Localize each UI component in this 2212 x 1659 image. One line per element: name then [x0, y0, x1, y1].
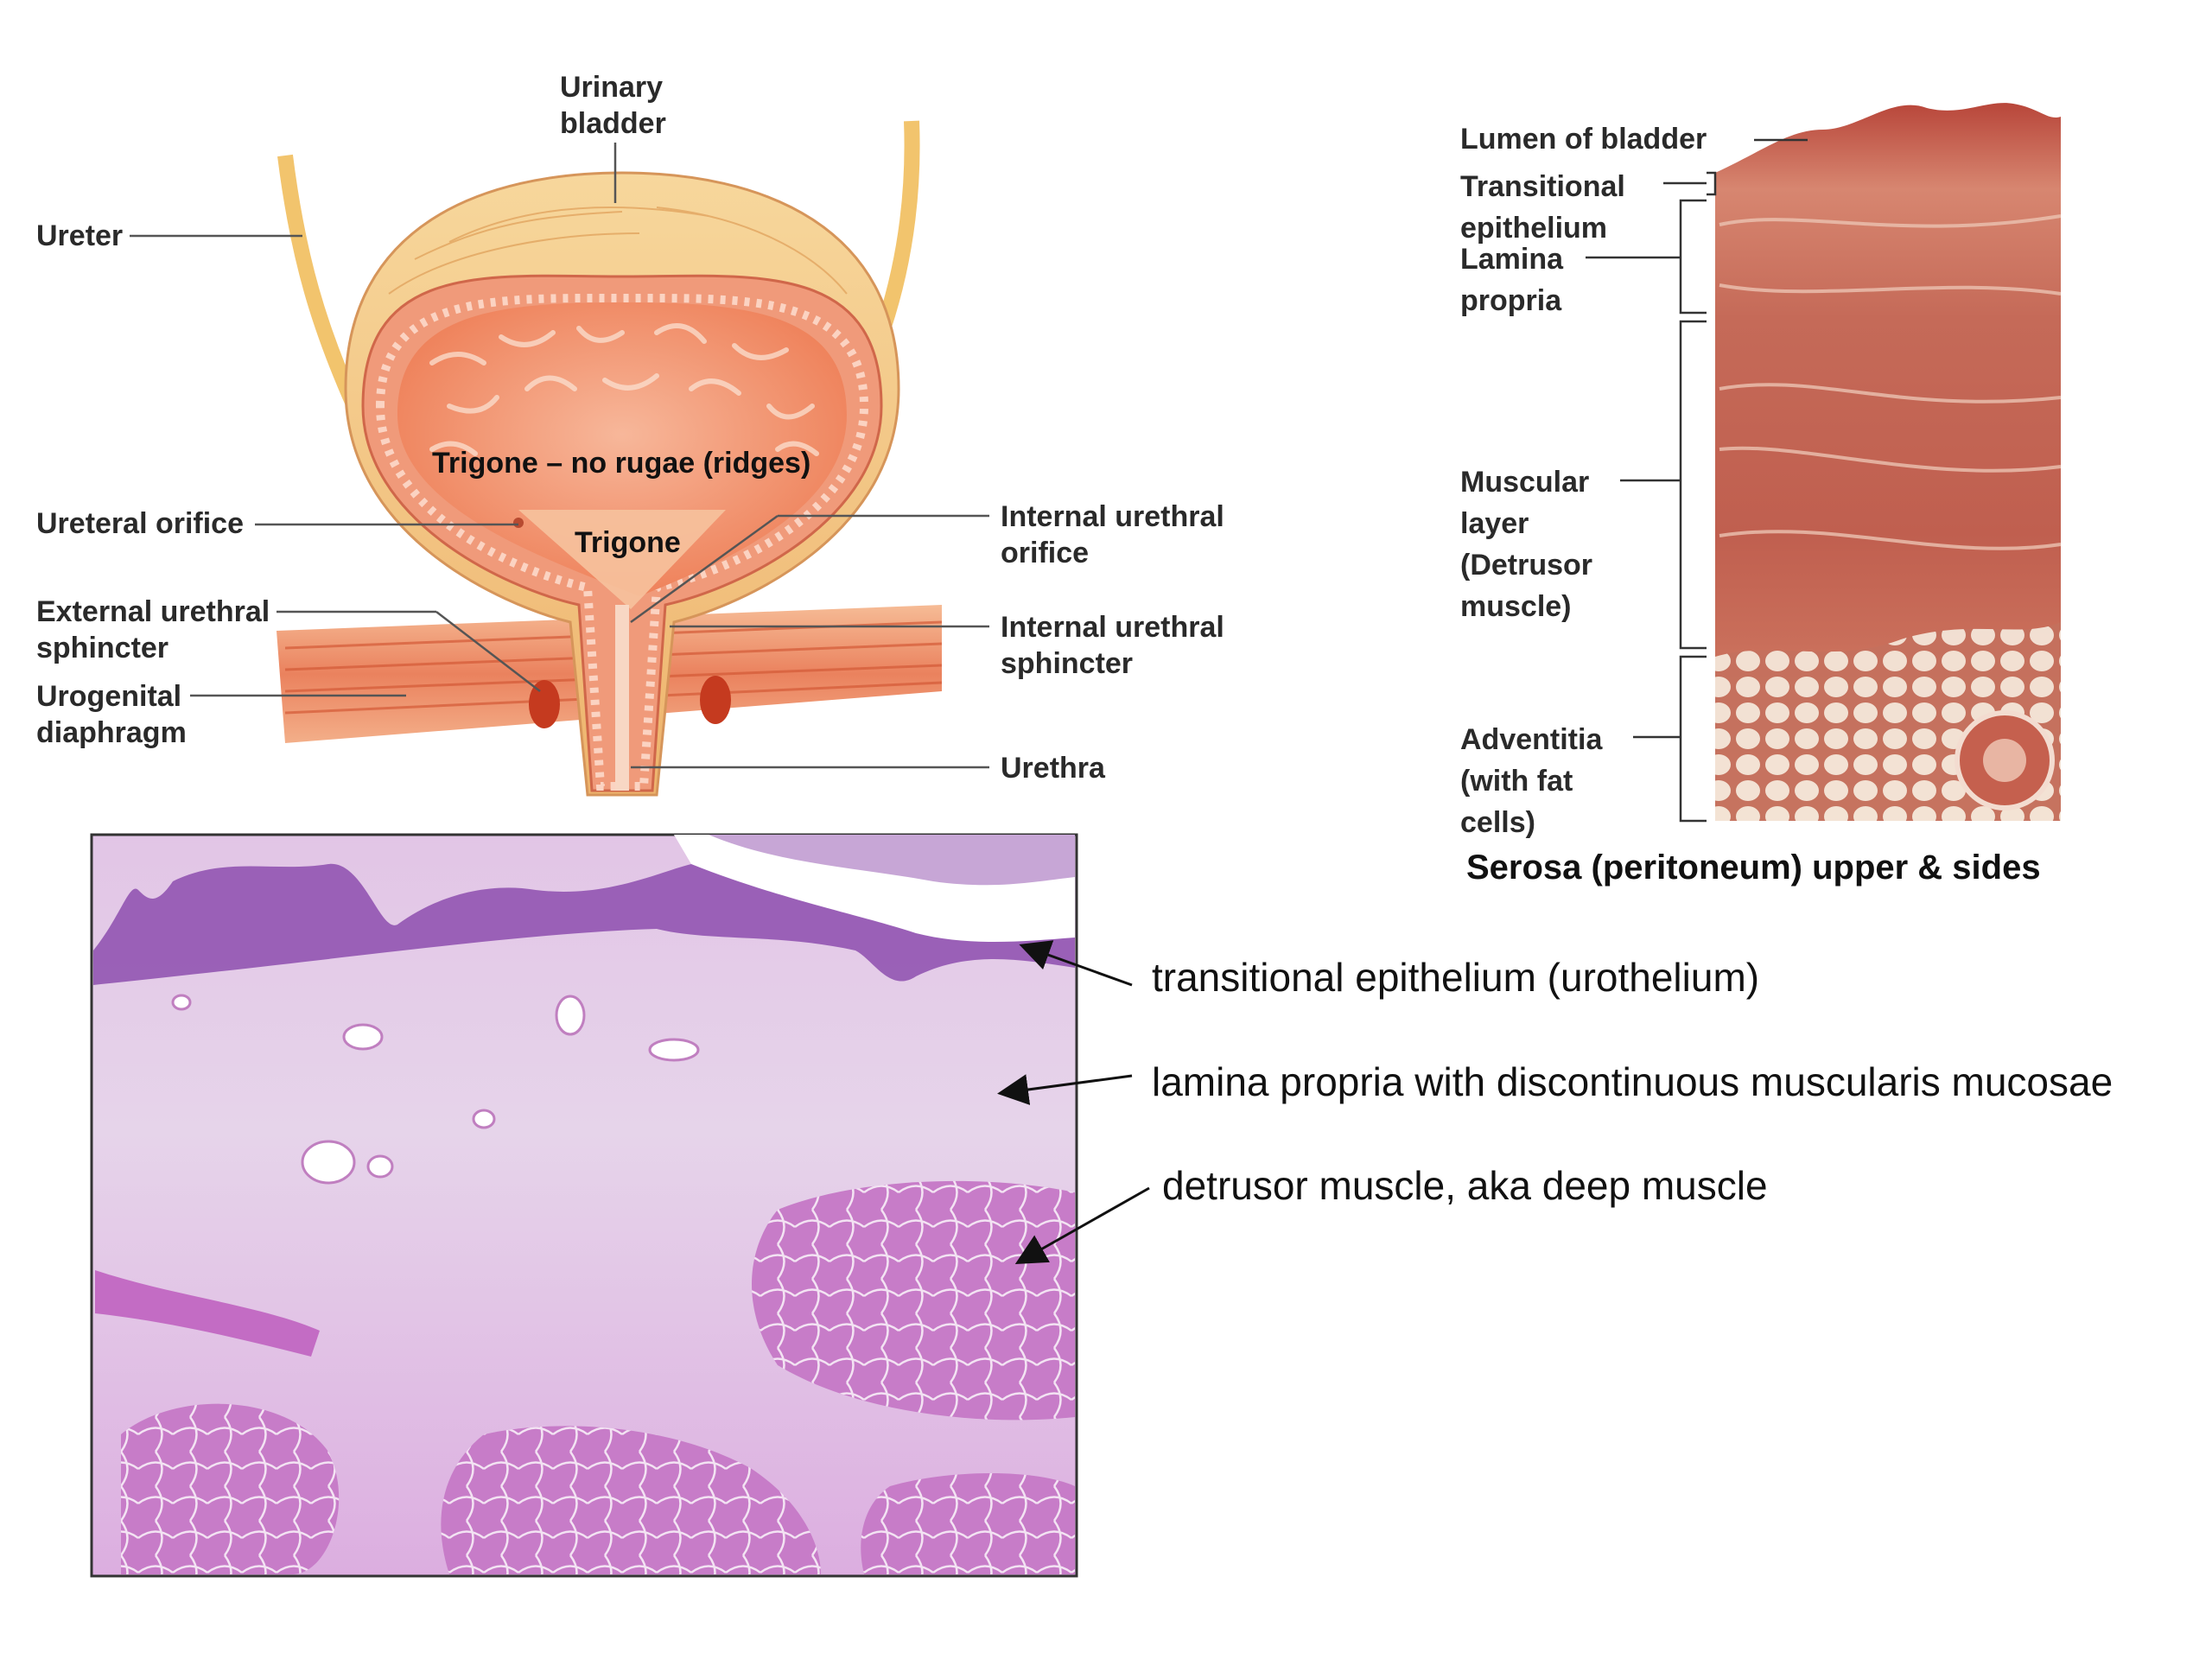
label-transitional-epithelium: Transitional epithelium [1460, 170, 1625, 245]
ureter-left [277, 154, 362, 410]
external-sphincter-right [700, 676, 731, 724]
label-internal-urethral-orifice: Internal urethral orifice [1001, 500, 1224, 569]
detrusor-bundle-bottom-left [121, 1403, 340, 1574]
label-adventitia: Adventitia (with fat cells) [1460, 723, 1603, 839]
label-transitional-epithelium-urothelium: transitional epithelium (urothelium) [1152, 955, 1760, 1000]
label-urinary-bladder: Urinary bladder [560, 71, 666, 140]
label-lamina-propria: Lamina propria [1460, 243, 1564, 317]
label-trigone-rugae: Trigone – no rugae (ridges) [432, 447, 811, 480]
detrusor-bundle-right [752, 1180, 1075, 1421]
label-internal-urethral-sphincter: Internal urethral sphincter [1001, 611, 1224, 680]
bladder-anatomy-illustration [130, 120, 989, 797]
external-sphincter-left [529, 680, 560, 728]
bladder-lumen [397, 302, 847, 596]
label-trigone: Trigone [575, 526, 681, 559]
detrusor-bundle-left [95, 1270, 320, 1357]
trigone-region [518, 510, 726, 609]
label-lumen-of-bladder: Lumen of bladder [1460, 123, 1707, 156]
detrusor-bundle-bottom-mid [441, 1426, 821, 1574]
label-urethra: Urethra [1001, 752, 1105, 785]
label-lamina-propria-mucosae: lamina propria with discontinuous muscul… [1152, 1059, 2113, 1104]
label-ureteral-orifice: Ureteral orifice [36, 507, 244, 540]
label-ureter: Ureter [36, 219, 124, 252]
label-detrusor-deep-muscle: detrusor muscle, aka deep muscle [1162, 1163, 1768, 1208]
label-muscular-layer: Muscular layer (Detrusor muscle) [1460, 466, 1593, 623]
urethra-lumen [615, 605, 629, 791]
label-serosa-caption: Serosa (peritoneum) upper & sides [1466, 849, 2041, 887]
bladder-wall-micrograph [1586, 103, 2062, 823]
label-urogenital-diaphragm: Urogenital diaphragm [36, 680, 187, 749]
label-external-urethral-sphincter: External urethral sphincter [36, 595, 270, 664]
detrusor-bundle-bottom-right [861, 1473, 1075, 1574]
